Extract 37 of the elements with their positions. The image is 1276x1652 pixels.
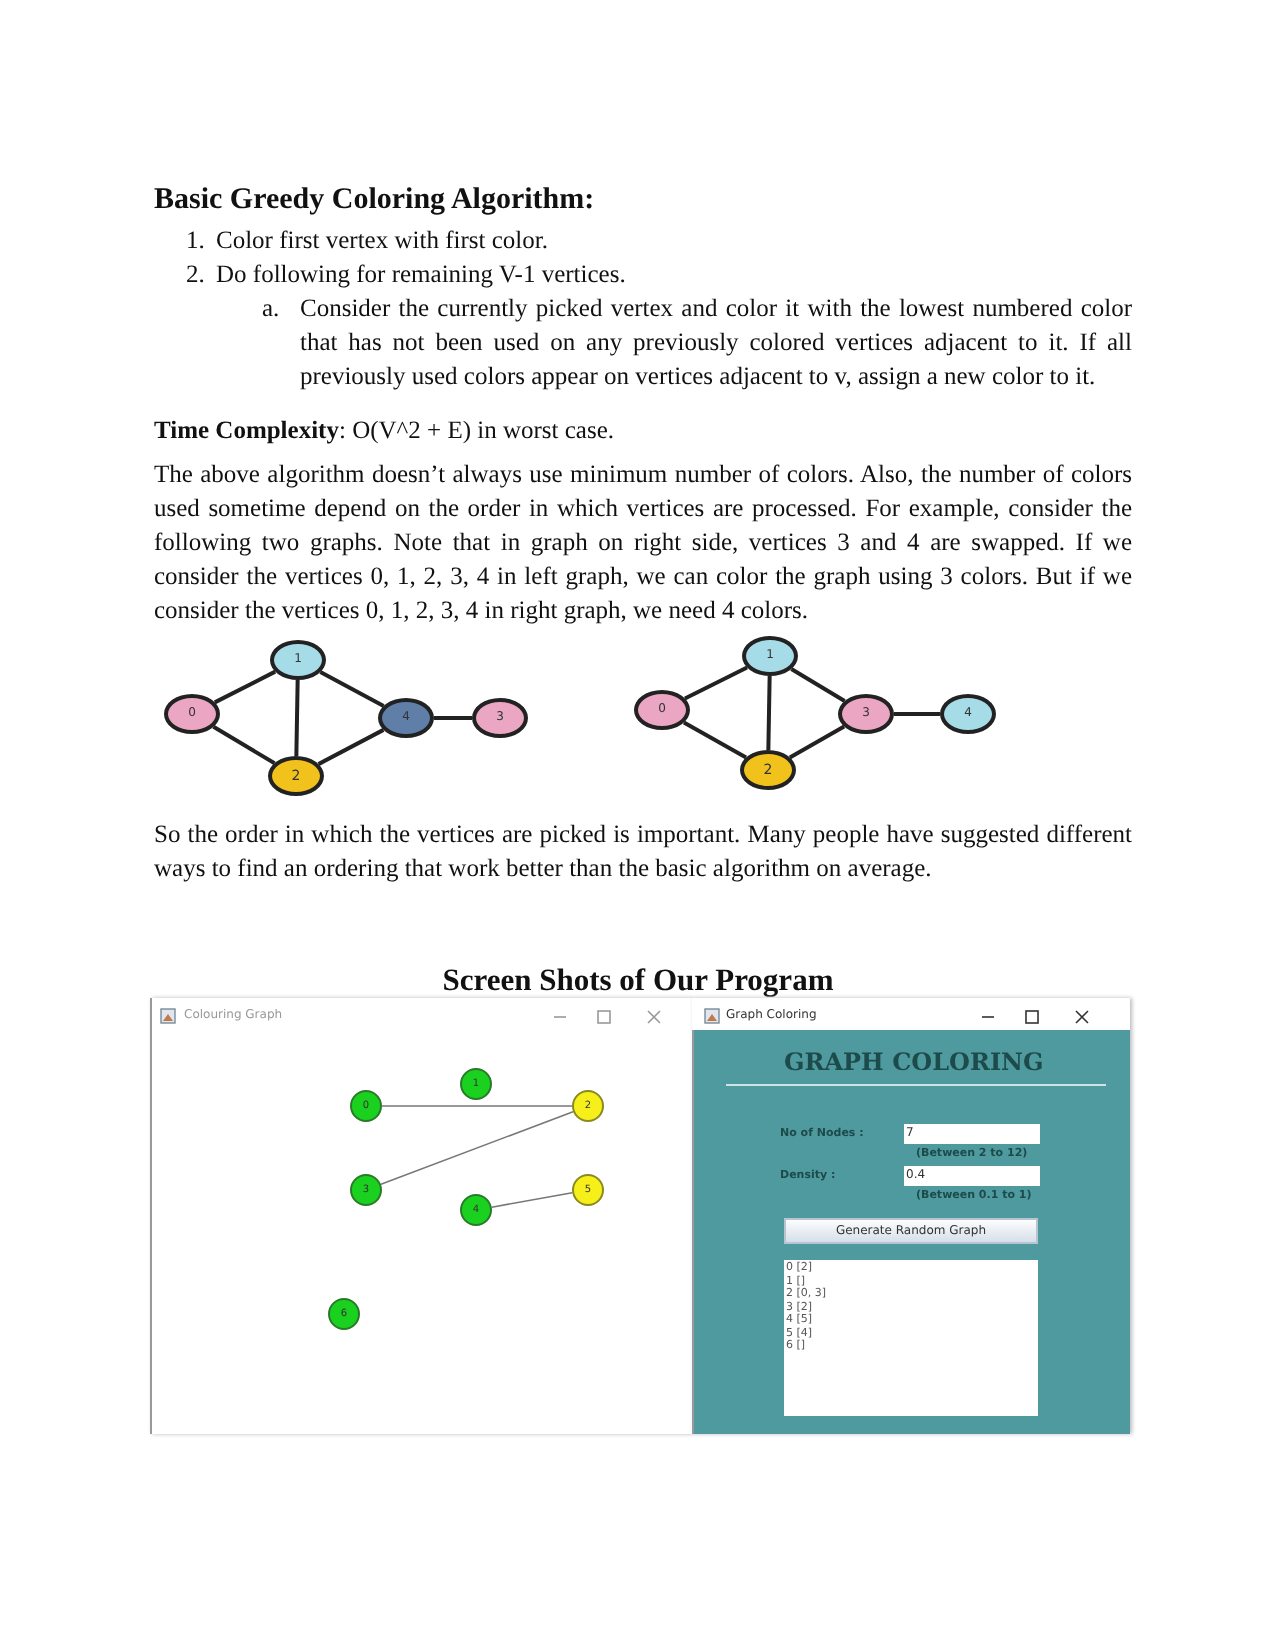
paragraph: So the order in which the vertices are picked is important. Many people have suggested different ways to find an ordering that work better than the basic algorithm on average.	[154, 818, 1132, 886]
vertex-circle	[270, 640, 326, 680]
vertex-circle	[940, 694, 996, 734]
vertex-circle	[742, 636, 798, 676]
graph-edge	[381, 1105, 573, 1107]
vertex-circle	[472, 698, 528, 738]
vertex-circle	[378, 698, 434, 738]
graph-edge	[319, 670, 385, 708]
graph-edge	[788, 724, 846, 760]
vertex-circle	[164, 694, 220, 734]
graph-edge	[894, 712, 940, 716]
graph-edge	[682, 720, 748, 760]
graph-edge	[380, 1110, 574, 1186]
list-number: 2.	[186, 258, 205, 292]
vertex-circle	[268, 756, 324, 796]
heading: Screen Shots of Our Program	[440, 964, 836, 1000]
list-item: Do following for remaining V-1 vertices.	[216, 258, 626, 292]
list-letter: a.	[262, 292, 280, 326]
app-heading: GRAPH COLORING	[784, 1048, 1044, 1076]
graph-edge	[294, 679, 300, 757]
graph-edge	[317, 728, 385, 766]
vertex-circle	[634, 690, 690, 730]
graph-edge	[790, 667, 846, 703]
heading: Basic Greedy Coloring Algorithm:	[154, 184, 595, 218]
paragraph: The above algorithm doesn’t always use minimum number of colors. Also, the number of colors used sometime depend on the order in which vertices are processed. For example, consider the following two graphs. Note that in graph on right side, vertices 3 and 4 are swapped. If we consider the vertices 0, 1, 2, 3, 4 in left graph, we can color the graph using 3 colors. But if we consider the vertices 0, 1, 2, 3, 4 in right graph, we need 4 colors.	[154, 458, 1132, 628]
graph-edge	[213, 669, 277, 705]
graph-edge	[434, 716, 472, 720]
list-item: Color first vertex with first color.	[216, 224, 548, 258]
graph-edge	[684, 665, 748, 701]
graph-edge	[490, 1192, 574, 1208]
graph-edge	[212, 725, 276, 765]
vertex-circle	[740, 750, 796, 790]
graph-edge	[766, 675, 772, 751]
list-item: Consider the currently picked vertex and color it with the lowest numbered color that has not been used on any previously colored vertices adjacent to it. If all previously used colors appear on vertices adjacent to v, assign a new color to it.	[300, 292, 1132, 394]
complexity-text: Time Complexity: O(V^2 + E) in worst case.	[154, 414, 615, 448]
list-number: 1.	[186, 224, 205, 258]
vertex-circle	[838, 694, 894, 734]
